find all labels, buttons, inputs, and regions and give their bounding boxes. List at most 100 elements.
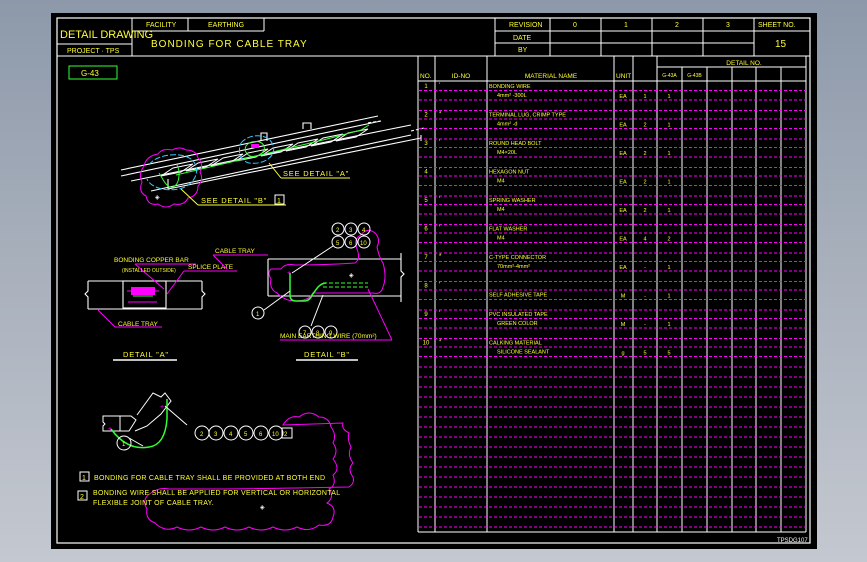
row-id-5: ' xyxy=(439,197,440,203)
row-qty-g43a-7: - xyxy=(644,265,646,271)
row-unit-1: EA xyxy=(619,94,627,100)
flexible-joint-drawing: + + 1 2 3 4 5 6 10 2 xyxy=(102,392,354,531)
flex-balloon-5: 5 xyxy=(244,432,248,438)
row-id-8: ' xyxy=(439,283,440,289)
row-no-6: 6 xyxy=(424,227,428,233)
leader-detail-a xyxy=(268,162,282,179)
row-qty-g43b-3: 1 xyxy=(667,151,670,157)
bolt-mark-left: + xyxy=(108,426,112,433)
row-name-8: SELF ADHESIVE TAPE xyxy=(489,293,548,299)
row-spec-1: 4mm² -300L xyxy=(497,93,527,99)
bonding-wire-iso xyxy=(175,124,370,176)
detail-a: BONDING COPPER BAR (INSTALLED OUTSIDE) S… xyxy=(84,257,237,361)
balloon-1: 1 xyxy=(256,312,260,318)
revision-label: REVISION xyxy=(509,22,542,29)
bonding-copper-bar-sublabel: (INSTALLED OUTSIDE) xyxy=(122,268,176,274)
detail-a-callout-circle xyxy=(238,135,275,164)
revision-1: 1 xyxy=(624,22,628,29)
row-no-4: 4 xyxy=(424,170,428,176)
row-qty-g43a-3: 2 xyxy=(643,151,646,157)
row-no-8: 8 xyxy=(424,284,428,290)
header-detail-g-43a: G-43A xyxy=(662,73,677,79)
balloon-2: 2 xyxy=(336,228,340,234)
splice-plate-label: SPLICE PLATE xyxy=(188,264,234,271)
detail-tag-box xyxy=(68,65,118,80)
revision-cloud-detail-b xyxy=(268,229,386,302)
note-1-box xyxy=(79,471,90,482)
note-ref-1: 1 xyxy=(277,198,281,205)
flex-balloon-3: 3 xyxy=(214,432,218,438)
detail-tag: G-43 xyxy=(81,69,99,78)
row-id-7: * xyxy=(439,254,442,260)
flex-balloon-4: 4 xyxy=(229,432,233,438)
detail-a-bonding-bar-iso xyxy=(251,144,259,148)
see-detail-a-label: SEE DETAIL "A" xyxy=(283,169,349,178)
title-block xyxy=(57,18,810,57)
row-name-2: TERMINAL LUG, CRIMP TYPE xyxy=(489,113,566,119)
row-spec-10: SILICONE SEALANT xyxy=(497,350,550,356)
header-detail-no: DETAIL NO. xyxy=(726,60,762,67)
revision-0: 0 xyxy=(573,22,577,29)
row-qty-g43b-10: 5 xyxy=(667,351,670,357)
row-qty-g43b-9: 1 xyxy=(667,322,670,328)
row-name-9: PVC INSULATED TAPE xyxy=(489,312,548,318)
row-id-3: ' xyxy=(439,140,440,146)
header-no: NO. xyxy=(420,73,432,80)
revision-triangle-detail-b: ◈ xyxy=(349,273,354,279)
revision-triangle-b: ◈ xyxy=(155,195,160,201)
row-qty-g43b-8: 1 xyxy=(667,294,670,300)
row-qty-g43b-7: 1 xyxy=(667,265,670,271)
cable-tray-label-b: CABLE TRAY xyxy=(215,248,256,255)
row-spec-5: M4 xyxy=(497,207,505,213)
sheet-no-value: 15 xyxy=(775,39,787,50)
see-detail-b-label: SEE DETAIL "B" xyxy=(201,196,267,205)
row-qty-g43b-2: 1 xyxy=(667,123,670,129)
row-qty-g43a-8: - xyxy=(644,294,646,300)
header-unit: UNIT xyxy=(616,73,631,80)
facility-value: EARTHING xyxy=(208,22,244,29)
project-label: PROJECT · TPS xyxy=(67,48,120,55)
note-1-text: BONDING FOR CABLE TRAY SHALL BE PROVIDED… xyxy=(94,475,325,482)
flex-balloon-1: 1 xyxy=(122,442,126,448)
by-label: BY xyxy=(518,47,528,54)
row-no-3: 3 xyxy=(424,141,428,147)
row-unit-5: EA xyxy=(619,208,627,214)
row-qty-g43a-10: 5 xyxy=(643,351,646,357)
drawing-type: DETAIL DRAWING xyxy=(60,29,153,41)
detail-b: + ◈ CABLE TRAY 2 3 4 5 6 10 1 7 8 9 MAIN… xyxy=(212,222,405,361)
row-id-4: ' xyxy=(439,169,440,175)
balloon-3: 3 xyxy=(349,228,353,234)
row-spec-2: 4mm² -d xyxy=(497,122,517,128)
row-unit-4: EA xyxy=(619,180,627,186)
balloon-10: 10 xyxy=(360,241,367,247)
bolt-mark: + xyxy=(287,270,291,277)
row-name-6: FLAT WASHER xyxy=(489,227,527,233)
row-qty-g43a-2: 2 xyxy=(643,123,646,129)
row-spec-3: M4×20L xyxy=(497,150,517,156)
row-no-1: 1 xyxy=(424,84,428,90)
facility-label: FACILITY xyxy=(146,22,177,29)
sheet-border xyxy=(56,17,811,544)
bolt-mark-right: + xyxy=(160,404,164,411)
row-unit-3: EA xyxy=(619,151,627,157)
row-unit-10: g xyxy=(621,351,624,357)
row-qty-g43b-5: 1 xyxy=(667,208,670,214)
row-name-1: BONDING WIRE xyxy=(489,84,531,90)
balloon-6: 6 xyxy=(349,241,353,247)
header-material-name: MATERIAL NAME xyxy=(525,73,578,80)
note-2-text-line2: FLEXIBLE JOINT OF CABLE TRAY. xyxy=(93,500,214,507)
balloon-5: 5 xyxy=(336,241,340,247)
row-name-4: HEXAGON NUT xyxy=(489,170,530,176)
row-qty-g43a-4: 2 xyxy=(643,180,646,186)
balloon-8: 8 xyxy=(316,331,320,337)
balloon-9: 9 xyxy=(329,331,333,337)
row-spec-9: GREEN COLOR xyxy=(497,321,538,327)
row-name-3: ROUND HEAD BOLT xyxy=(489,141,542,147)
row-unit-7: EA xyxy=(619,265,627,271)
date-label: DATE xyxy=(513,35,531,42)
note-2-number: 2 xyxy=(80,494,84,501)
detail-a-caption: DETAIL "A" xyxy=(123,350,169,359)
sheet-no-label: SHEET NO. xyxy=(758,22,796,29)
row-qty-g43a-6: 4 xyxy=(643,237,646,243)
